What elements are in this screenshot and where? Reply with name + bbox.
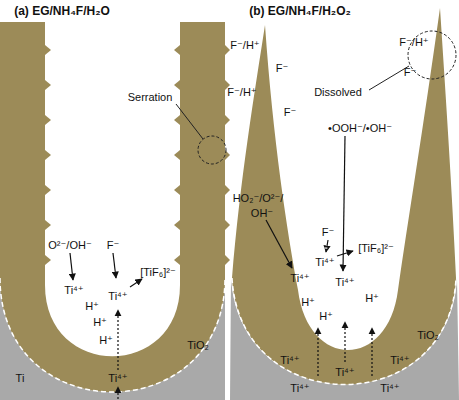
species-label: O²⁻/OH⁻ — [48, 239, 91, 251]
species-label: [TiF₆]²⁻ — [358, 242, 394, 254]
dotted-arrow — [117, 310, 118, 370]
species-label: Serration — [128, 91, 173, 103]
arrow — [113, 253, 116, 278]
dotted-arrow — [317, 328, 318, 376]
arrow — [130, 279, 142, 287]
dotted-arrow — [371, 328, 372, 376]
species-label: F⁻/H⁺ — [227, 86, 256, 98]
leader-line — [369, 66, 409, 90]
species-label: F⁻ — [404, 66, 417, 78]
interface-line — [0, 278, 225, 392]
dotted-arrow — [344, 322, 345, 362]
species-label: Dissolved — [314, 86, 362, 98]
species-label: F⁻/H⁺ — [399, 36, 428, 48]
reaction-circle — [311, 248, 339, 276]
arrow — [343, 136, 345, 271]
interface-line — [232, 278, 456, 385]
species-label: H⁺ — [93, 316, 107, 328]
arrow — [70, 253, 73, 280]
species-label: Ti⁴⁺ — [335, 366, 354, 378]
species-label: F⁻ — [276, 62, 289, 74]
species-label: F⁻/H⁺ — [230, 39, 259, 51]
species-label: TiO₂ — [187, 339, 209, 351]
dotted-arrow — [117, 387, 118, 399]
arrow — [337, 251, 353, 256]
reaction-circle — [102, 280, 134, 312]
tio2-tube-wall — [232, 8, 456, 385]
species-label: Ti⁴⁺ — [390, 354, 409, 366]
species-label: Ti⁴⁺ — [380, 382, 399, 394]
serration-circle — [198, 136, 226, 164]
panel-heading: (a) EG/NH₄F/H₂O — [14, 5, 110, 18]
species-label: H⁺ — [99, 334, 113, 346]
species-label: Ti⁴⁺ — [280, 354, 299, 366]
species-label: OH⁻ — [251, 207, 273, 219]
species-label: Ti — [16, 372, 25, 384]
species-label: [TiF₆]²⁻ — [140, 266, 176, 278]
species-label: F⁻ — [322, 226, 335, 238]
species-label: TiO₂ — [417, 329, 439, 341]
species-label: Ti⁴⁺ — [108, 372, 127, 384]
arrow — [326, 240, 328, 252]
species-label: Ti⁴⁺ — [64, 284, 83, 296]
tio2-tube-wall — [0, 22, 225, 392]
species-label: Ti⁴⁺ — [290, 272, 309, 284]
species-label: Ti⁴⁺ — [108, 290, 127, 302]
species-label: HO₂⁻/O²⁻/ — [233, 192, 284, 204]
arrow — [266, 220, 292, 268]
panel-heading: (b) EG/NH₄F/H₂O₂ — [249, 5, 351, 18]
leader-line — [176, 104, 203, 139]
species-label: Ti⁴⁺ — [290, 382, 309, 394]
species-label: H⁺ — [319, 310, 333, 322]
species-label: F⁻ — [284, 106, 297, 118]
species-label: Ti⁴⁺ — [335, 276, 354, 288]
species-label: Ti⁴⁺ — [315, 256, 334, 268]
species-label: H⁺ — [365, 292, 379, 304]
species-label: H⁺ — [85, 300, 99, 312]
species-label: H⁺ — [301, 296, 315, 308]
species-label: •OOH⁻/•OH⁻ — [328, 122, 392, 134]
species-label: F⁻ — [107, 239, 120, 251]
serrations — [45, 45, 230, 265]
